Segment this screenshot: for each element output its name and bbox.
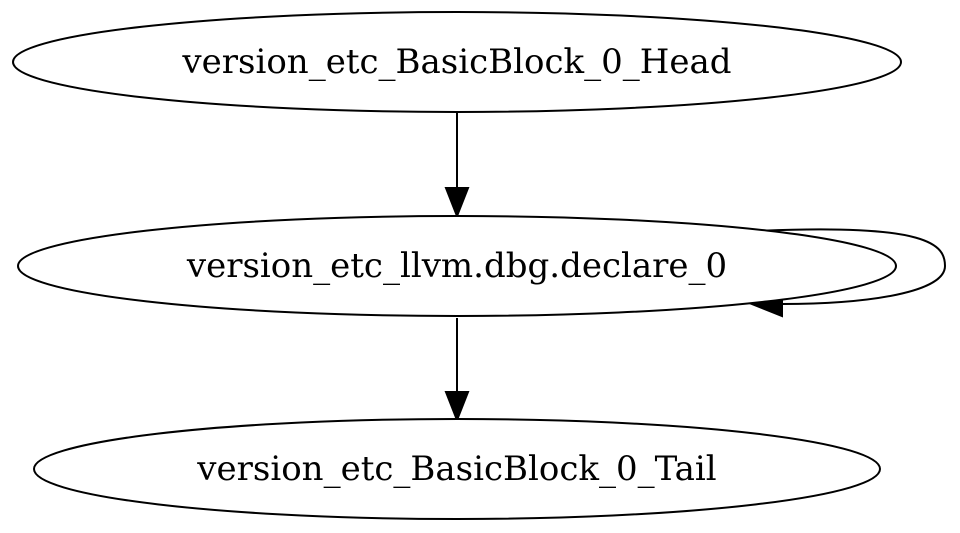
- node-ellipse: [17, 215, 897, 317]
- node-llvm-dbg-declare: version_etc_llvm.dbg.declare_0: [17, 215, 897, 317]
- node-ellipse: [12, 11, 902, 113]
- node-label: version_etc_BasicBlock_0_Head: [181, 42, 731, 82]
- arrowhead: [444, 391, 470, 423]
- node-basicblock-head: version_etc_BasicBlock_0_Head: [12, 11, 902, 113]
- arrowhead: [444, 187, 470, 219]
- edge-declare-to-tail: [444, 318, 470, 423]
- node-basicblock-tail: version_etc_BasicBlock_0_Tail: [33, 418, 881, 520]
- node-label: version_etc_llvm.dbg.declare_0: [186, 246, 727, 286]
- node-ellipse: [33, 418, 881, 520]
- edge-line: [754, 228, 947, 305]
- node-label: version_etc_BasicBlock_0_Tail: [196, 449, 716, 489]
- edge-head-to-declare: [444, 113, 470, 219]
